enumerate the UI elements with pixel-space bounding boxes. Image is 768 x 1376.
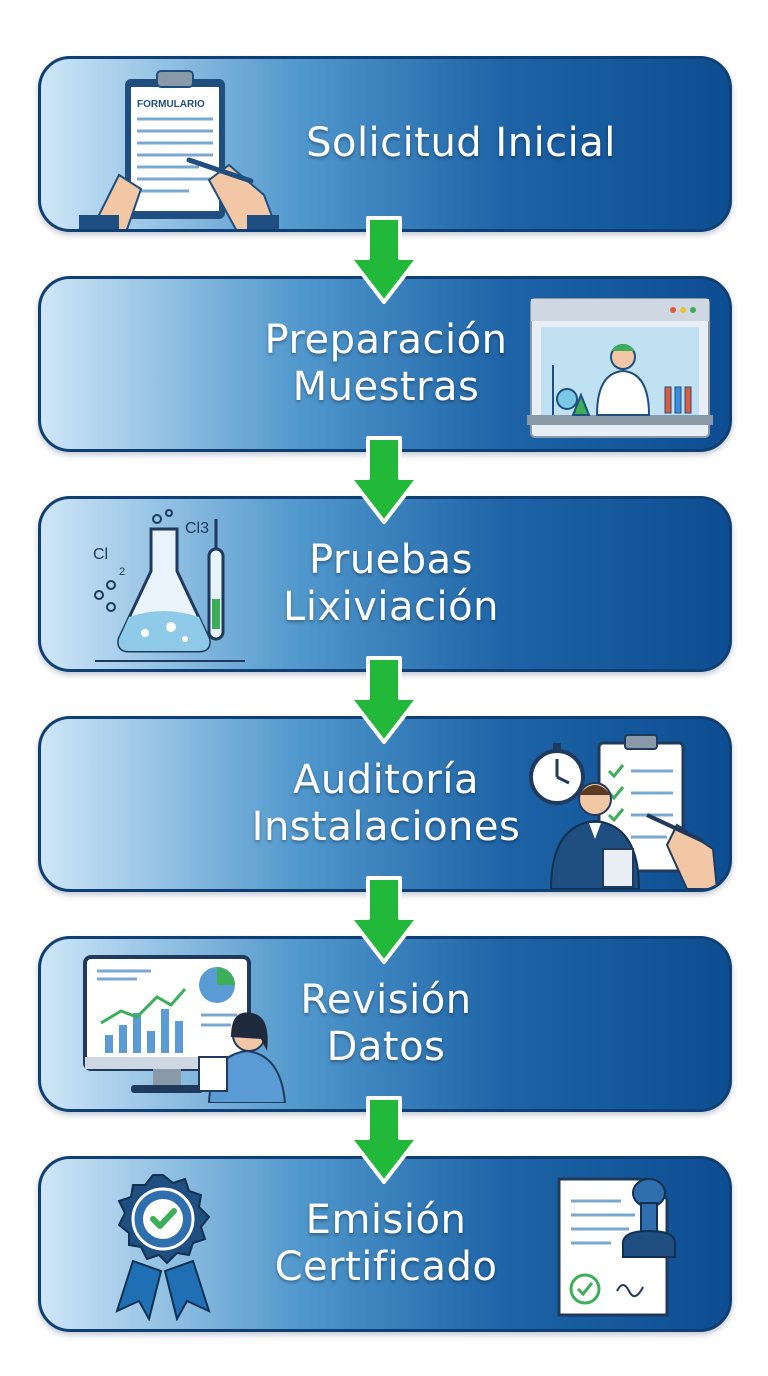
step-pruebas-lixiviacion: Cl Cl3 2 Pruebas Lixiviación: [38, 496, 732, 672]
form-heading: FORMULARIO: [137, 99, 205, 110]
chemistry-flask-icon: Cl Cl3 2: [93, 509, 245, 662]
step-solicitud-inicial: FORMULARIO Solicitud Inicial: [38, 56, 732, 232]
chem-label: Cl3: [185, 520, 209, 537]
award-badge-icon: [115, 1174, 211, 1321]
arrow-down-icon: [348, 656, 420, 744]
auditor-checklist-icon: [529, 734, 717, 889]
chem-label: Cl: [93, 546, 108, 563]
arrow-down-icon: [348, 876, 420, 964]
lab-technician-fume-hood-icon: [527, 298, 713, 438]
step-label: Auditoría Instalaciones: [251, 756, 521, 850]
data-dashboard-analyst-icon: [83, 955, 287, 1103]
arrow-down-icon: [348, 1096, 420, 1184]
step-label: Revisión Datos: [300, 976, 472, 1070]
step-auditoria-instalaciones: Auditoría Instalaciones: [38, 716, 732, 892]
step-label: Solicitud Inicial: [306, 120, 616, 167]
clipboard-form-icon: FORMULARIO: [79, 70, 279, 229]
step-label: Pruebas Lixiviación: [283, 536, 499, 630]
certificate-seal-icon: [557, 1177, 677, 1317]
step-label: Preparación Muestras: [264, 316, 508, 410]
step-label: Emisión Certificado: [274, 1196, 498, 1290]
step-emision-certificado: Emisión Certificado: [38, 1156, 732, 1332]
arrow-down-icon: [348, 216, 420, 304]
arrow-down-icon: [348, 436, 420, 524]
chem-label: 2: [119, 566, 125, 578]
